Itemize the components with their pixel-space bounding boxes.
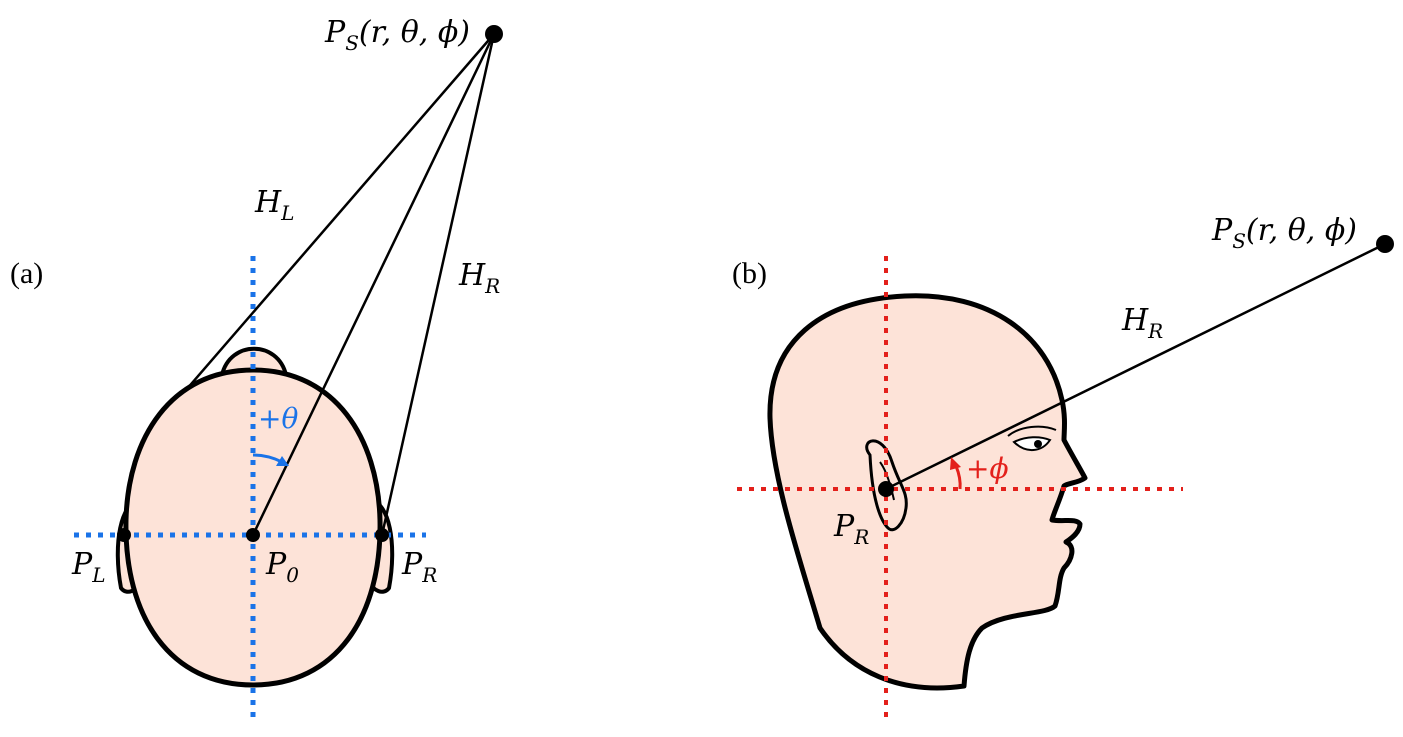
hl-ray: [185, 33, 495, 391]
head-side-outline: [767, 293, 1088, 691]
source-label-a: PS(r, θ, ϕ): [324, 15, 470, 55]
source-point-b: [1376, 235, 1394, 253]
left-ear-point: [117, 528, 131, 542]
pupil-icon: [1034, 440, 1042, 448]
p0-label: P0: [265, 547, 299, 587]
hl-label: HL: [254, 185, 294, 225]
source-label-b: PS(r, θ, ϕ): [1211, 213, 1357, 253]
theta-label: +θ: [258, 402, 298, 435]
pl-label: PL: [71, 547, 105, 587]
phi-label: +ϕ: [966, 452, 1009, 485]
phi-arrowhead-icon: [950, 457, 961, 470]
inner-ear-curve: [879, 461, 895, 501]
ear-point-b: [878, 481, 894, 497]
theta-arrowhead-icon: [276, 456, 289, 466]
center-ray: [251, 33, 496, 536]
panel-a-label: (a): [10, 257, 43, 290]
pr-label-a: PR: [401, 547, 437, 587]
panel-b-label: (b): [732, 257, 767, 290]
head-top-outline: [123, 367, 383, 688]
source-point-a: [485, 25, 503, 43]
pr-label-b: PR: [833, 509, 869, 549]
center-point: [246, 528, 260, 542]
hr-ray-b: [885, 242, 1386, 491]
eye-shape: [1012, 436, 1052, 451]
panel-a-top-view: (a) PS(r, θ, ϕ) HL HR +θ PL P0 PR: [10, 15, 503, 720]
hr-label-b: HR: [1121, 303, 1163, 343]
hr-label-a: HR: [458, 258, 500, 298]
hr-ray: [380, 33, 496, 536]
right-ear-point: [375, 528, 389, 542]
eyebrow-curve: [1007, 425, 1057, 437]
panel-b-side-view: (b) PS(r, θ, ϕ) HR +ϕ PR: [732, 213, 1394, 720]
